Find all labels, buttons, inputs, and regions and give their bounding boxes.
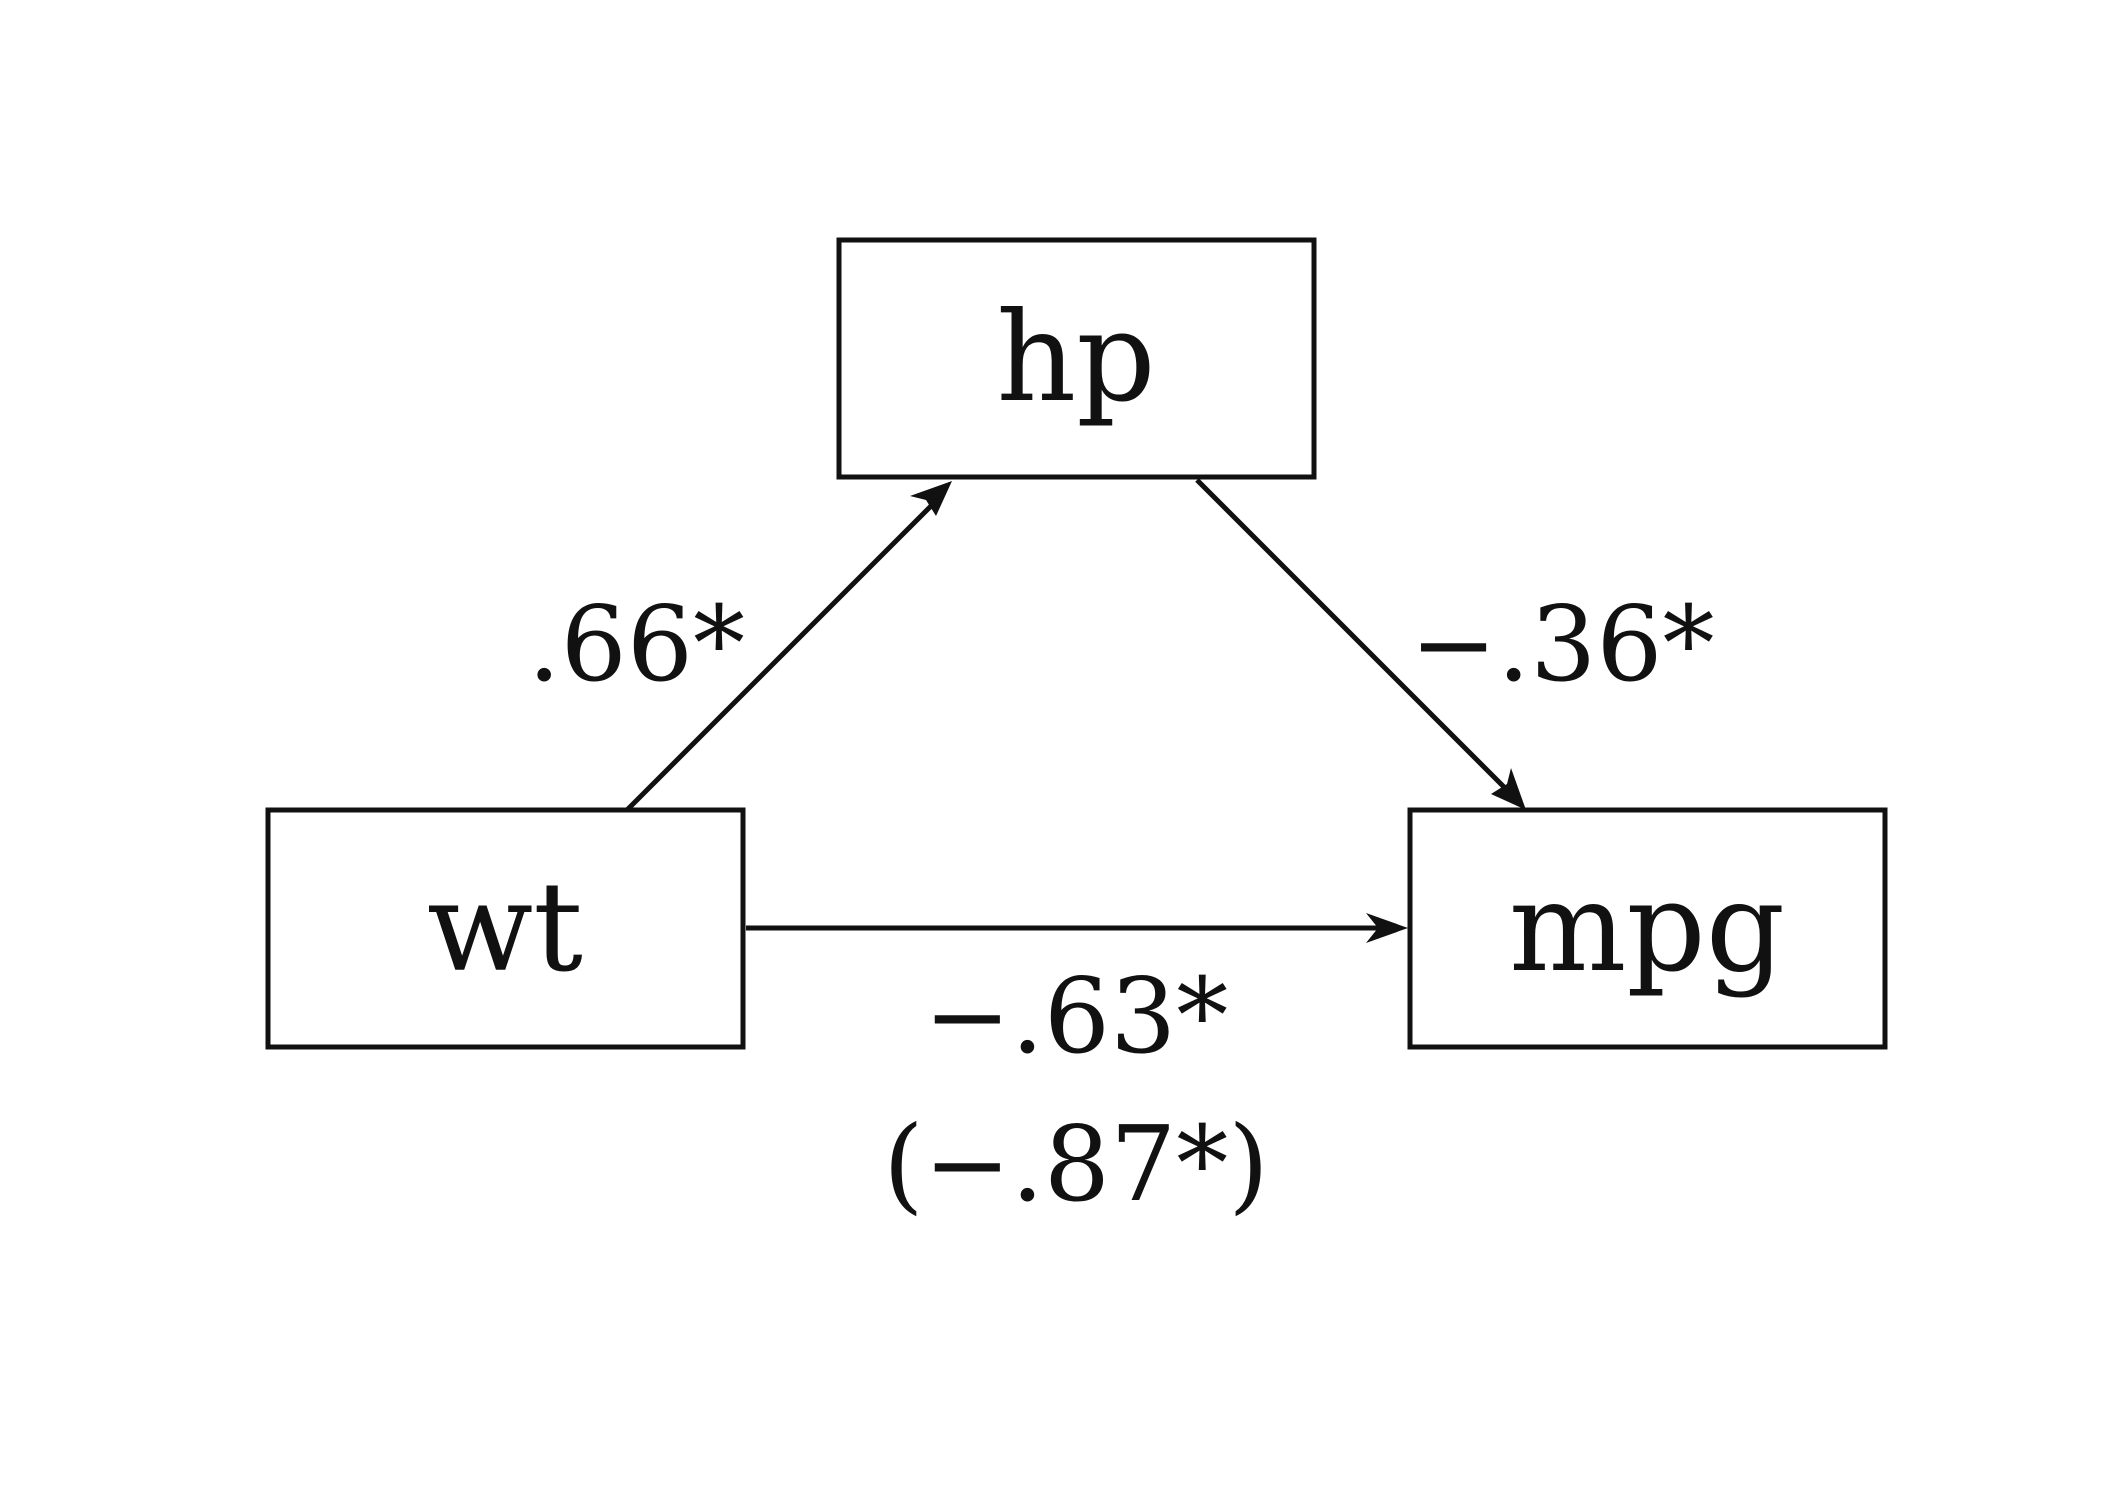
edge-wt-to-mpg (746, 913, 1408, 943)
edge-hp-to-mpg-arrowhead (1491, 768, 1526, 810)
coef-label-wt-mpg: −.63* (924, 955, 1229, 1077)
edge-wt-to-hp-arrowhead (910, 481, 952, 516)
edge-wt-to-hp-line (625, 499, 938, 812)
node-wt-box (265, 807, 746, 1050)
node-wt: wt (265, 807, 746, 1050)
edge-hp-to-mpg-line (1195, 478, 1508, 791)
coef-label-hp-mpg: −.36* (1410, 583, 1715, 705)
node-mpg-label: mpg (1509, 856, 1785, 1000)
edge-hp-to-mpg (1195, 478, 1526, 810)
coef-label-wt-hp: .66* (528, 583, 745, 705)
edge-wt-to-mpg-arrowhead (1366, 913, 1408, 943)
node-wt-label: wt (427, 856, 583, 1000)
node-hp-box (836, 237, 1317, 480)
node-hp: hp (836, 237, 1317, 480)
node-mpg-box (1407, 807, 1888, 1050)
node-mpg: mpg (1407, 807, 1888, 1050)
edge-wt-to-hp (625, 481, 952, 812)
coef-label-wt-mpg-total: (−.87*) (883, 1103, 1269, 1225)
node-hp-label: hp (996, 286, 1155, 430)
